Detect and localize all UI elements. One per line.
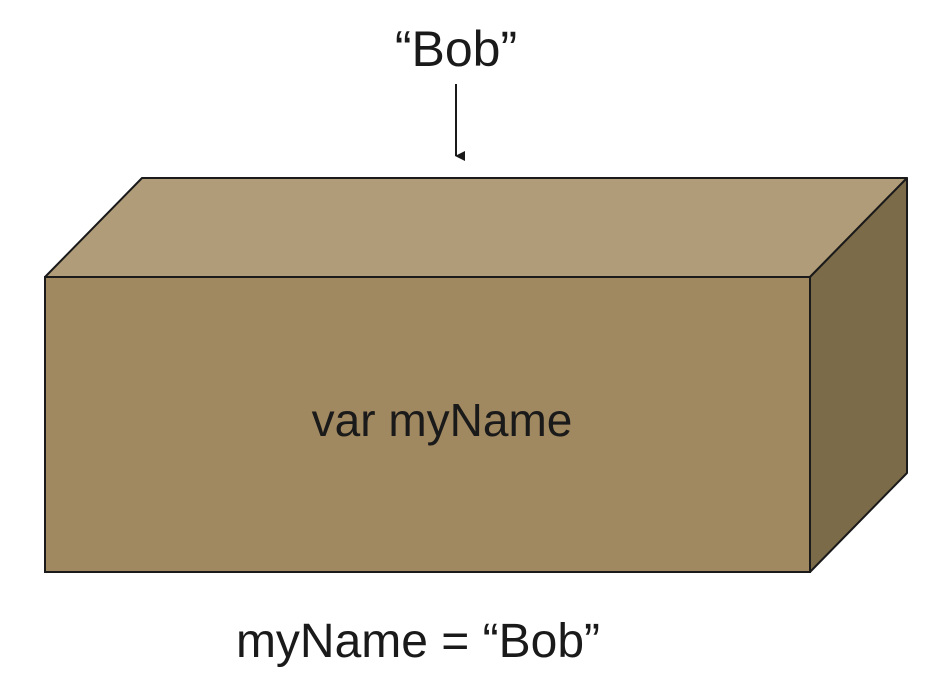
- box-front-face: [44, 276, 811, 573]
- value-label: “Bob”: [395, 21, 517, 77]
- variable-declaration-label: var myName: [312, 394, 573, 446]
- box-top-face: [44, 177, 908, 278]
- assignment-statement: myName = “Bob”: [236, 615, 600, 668]
